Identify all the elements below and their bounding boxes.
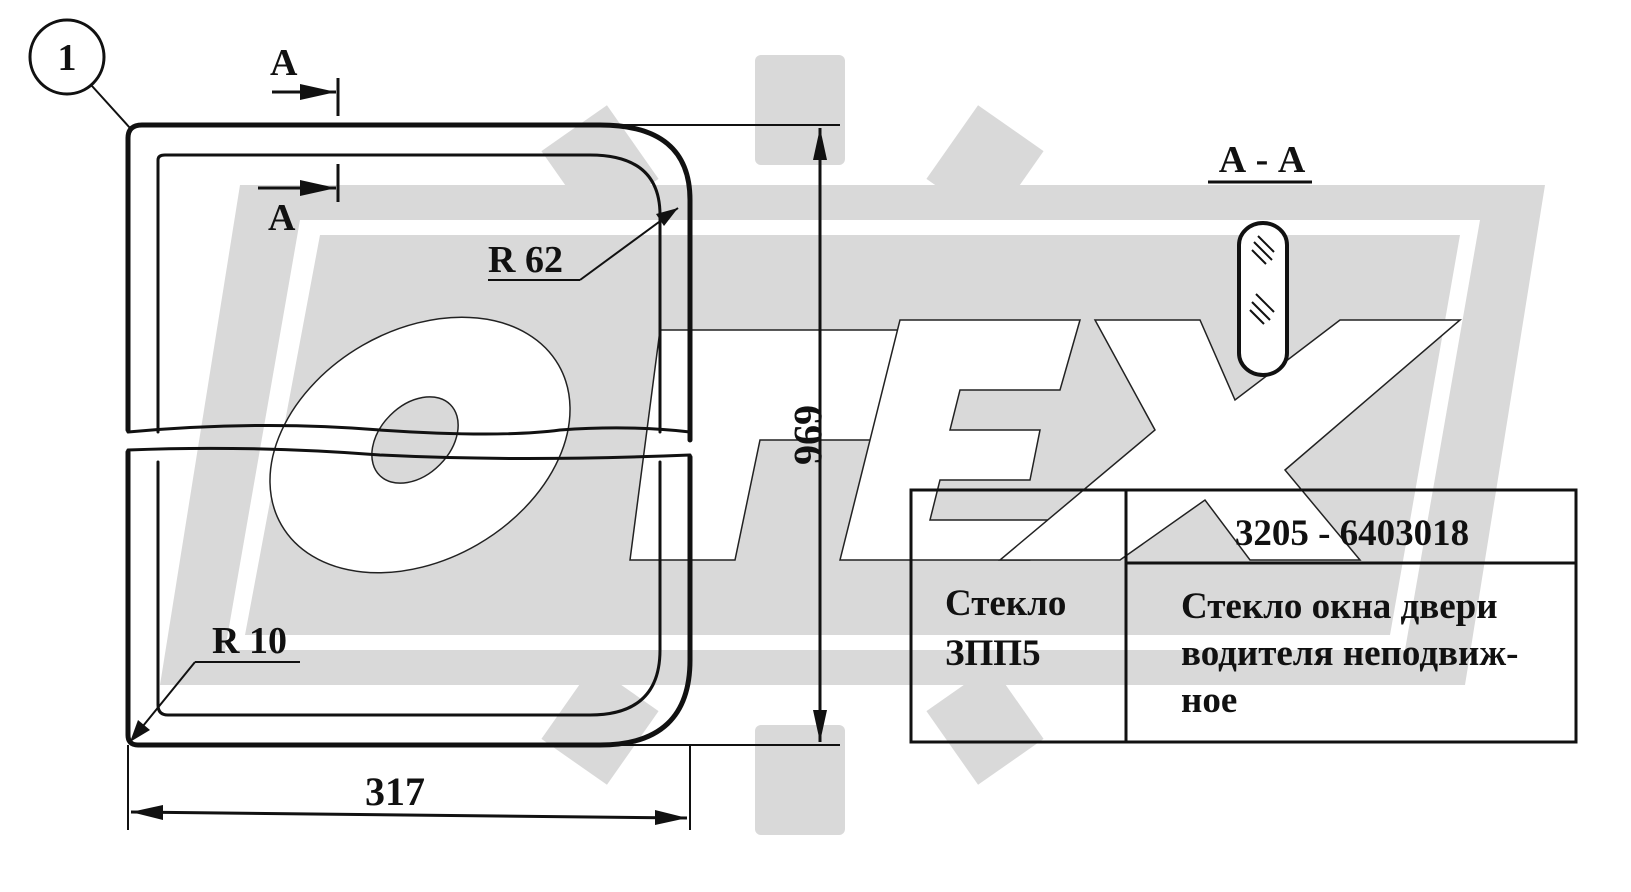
section-view: А - А bbox=[1208, 139, 1312, 377]
watermark-logo bbox=[160, 55, 1545, 835]
section-marks: А А bbox=[258, 42, 340, 239]
section-title: А - А bbox=[1219, 139, 1306, 181]
radius-small-label: R 10 bbox=[212, 620, 287, 662]
description-line-3: ное bbox=[1181, 680, 1237, 721]
material-line-2: ЗПП5 bbox=[945, 633, 1041, 674]
watermark-letter-x bbox=[997, 319, 1463, 561]
part-number: 3205 - 6403018 bbox=[1235, 513, 1469, 554]
height-dimension: 696 bbox=[610, 124, 840, 746]
item-balloon: 1 bbox=[28, 18, 131, 129]
section-profile bbox=[1237, 221, 1289, 377]
section-hatch bbox=[1249, 235, 1275, 325]
height-dim-label: 696 bbox=[786, 405, 831, 465]
break-line-lower bbox=[126, 446, 692, 460]
watermark-letter-o-hole bbox=[371, 396, 459, 484]
material-line-1: Стекло bbox=[945, 583, 1066, 624]
item-number: 1 bbox=[58, 37, 77, 79]
description-line-1: Стекло окна двери bbox=[1181, 586, 1498, 627]
radius-large-label: R 62 bbox=[488, 239, 563, 281]
title-table-text: 3205 - 6403018 Стекло ЗПП5 Стекло окна д… bbox=[945, 513, 1518, 721]
glass-inner-upper bbox=[156, 153, 662, 434]
section-mark-top: А bbox=[270, 42, 298, 84]
width-dimension: 317 bbox=[127, 745, 691, 830]
description-line-2: водителя неподвиж- bbox=[1181, 633, 1518, 674]
glass-inner-lower bbox=[156, 460, 662, 717]
width-dim-label: 317 bbox=[365, 769, 425, 814]
radius-callouts: R 62 R 10 bbox=[129, 207, 679, 743]
title-table bbox=[909, 488, 1578, 744]
section-mark-bottom: А bbox=[268, 197, 296, 239]
break-line-upper bbox=[126, 423, 692, 436]
